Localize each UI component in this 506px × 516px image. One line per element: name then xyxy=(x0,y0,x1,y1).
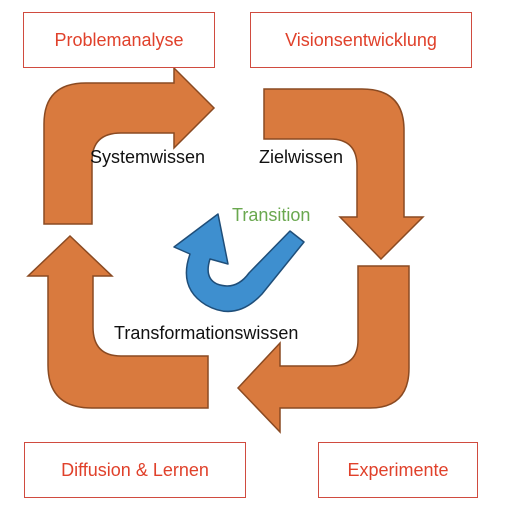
problemanalyse-label: Problemanalyse xyxy=(54,29,184,50)
systemwissen-label: Systemwissen xyxy=(90,147,206,167)
visionsentwicklung-label: Visionsentwicklung xyxy=(285,29,437,50)
visionsentwicklung-box: Visionsentwicklung xyxy=(250,12,472,68)
arrow-top-left-icon xyxy=(43,66,216,225)
diffusion-lernen-box: Diffusion & Lernen xyxy=(24,442,246,498)
experimente-box: Experimente xyxy=(318,442,478,498)
transition-label: Transition xyxy=(232,205,311,225)
transition-arrow-icon xyxy=(173,213,305,313)
arrow-bottom-left-icon xyxy=(26,234,209,409)
arrow-top-right-icon xyxy=(263,88,425,261)
zielwissen-label: Zielwissen xyxy=(259,147,344,167)
diffusion-lernen-label: Diffusion & Lernen xyxy=(61,459,209,480)
arrow-bottom-right-icon xyxy=(236,265,410,434)
problemanalyse-box: Problemanalyse xyxy=(23,12,215,68)
experimente-label: Experimente xyxy=(347,459,449,480)
transformationswissen-label: Transformationswissen xyxy=(114,323,299,343)
